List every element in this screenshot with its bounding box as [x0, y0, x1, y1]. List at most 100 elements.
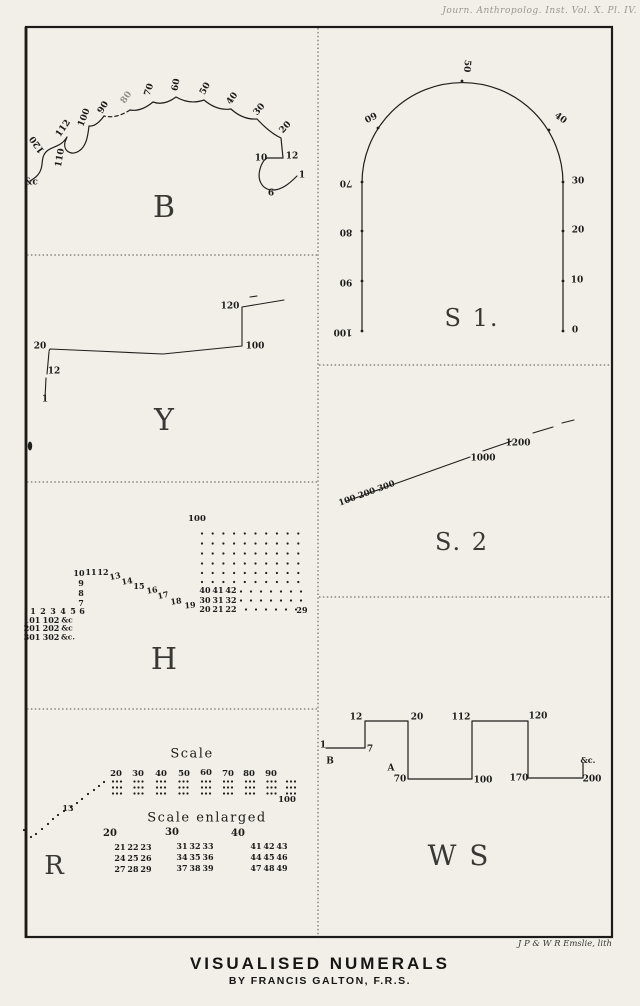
panel-y-letter: Y: [154, 403, 176, 438]
ws-path: [325, 720, 584, 780]
diagram-label: 12: [47, 366, 61, 377]
diagram-label: 20: [410, 712, 424, 723]
diagram-label: 43: [276, 841, 288, 851]
diagram-label: 40: [199, 585, 211, 595]
scale-enlarged-heading: Scale enlarged: [147, 810, 267, 826]
diagram-label: 40: [231, 828, 245, 839]
diagram-label: 24: [114, 853, 126, 863]
diagram-label: 50: [178, 768, 190, 779]
scale-heading: Scale: [170, 746, 214, 762]
diagram-label: 25: [127, 853, 139, 863]
b-curve: [29, 96, 298, 191]
diagram-label: 20: [110, 768, 122, 779]
diagram-label: 30: [165, 827, 179, 838]
diagram-label: 1200: [505, 438, 531, 449]
diagram-label: 201: [23, 623, 41, 633]
diagram-label: 100: [245, 341, 265, 352]
diagram-label: 6: [79, 606, 85, 616]
panel-h-letter: H: [150, 642, 180, 677]
diagram-label: 302: [42, 632, 60, 642]
diagram-label: 36: [202, 852, 214, 862]
diagram-label: 170: [509, 773, 529, 784]
diagram-label: 1: [298, 170, 306, 181]
diagram-label: 70: [393, 774, 407, 785]
panel-r-letter: R: [44, 851, 66, 881]
diagram-label: 80: [243, 768, 255, 779]
journal-reference: Journ. Anthropolog. Inst. Vol. X. Pl. IV…: [442, 6, 637, 16]
diagram-label: 20: [571, 225, 585, 236]
diagram-label: 30: [199, 595, 211, 605]
diagram-label: 12: [285, 151, 299, 162]
s1-tick-dots: [360, 79, 565, 333]
diagram-label: 102: [42, 615, 60, 625]
diagram-label: &c.: [580, 755, 596, 765]
diagram-label: 20: [33, 341, 47, 352]
diagram-label: 1: [30, 606, 36, 616]
diagram-label: 60: [200, 767, 212, 778]
diagram-label: 23: [140, 842, 152, 852]
diagram-label: 41: [212, 585, 224, 595]
diagram-label: 9: [78, 578, 84, 588]
diagram-label: 70: [222, 768, 234, 779]
ink-blot: [27, 441, 33, 451]
diagram-label: 70: [339, 177, 353, 188]
diagram-label: 5: [70, 606, 76, 616]
diagram-label: 10: [73, 568, 85, 578]
diagram-label: 18: [169, 595, 183, 607]
diagram-label: 35: [189, 852, 201, 862]
panel-b-letter: B: [152, 190, 178, 225]
diagram-label: &c: [24, 177, 38, 188]
panel-s2-letter: S. 2: [434, 528, 490, 556]
diagram-label: 0: [571, 325, 579, 336]
diagram-label: 40: [155, 768, 167, 779]
diagram-label: B: [326, 756, 334, 767]
diagram-label: 12: [349, 712, 363, 723]
diagram-label: 101: [23, 615, 41, 625]
diagram-label: 202: [42, 623, 60, 633]
diagram-label: 90: [339, 276, 353, 287]
y-line: [27, 295, 285, 451]
diagram-label: 1000: [470, 453, 496, 464]
diagram-label: 19: [184, 599, 196, 611]
plate-byline: BY FRANCIS GALTON, F.R.S.: [228, 975, 412, 987]
diagram-label: 30: [132, 768, 144, 779]
diagram-label: 26: [140, 853, 152, 863]
diagram-label: 41: [250, 841, 262, 851]
diagram-label: 301: [23, 632, 41, 642]
diagram-label: 20: [199, 604, 211, 614]
diagram-label: 47: [250, 863, 262, 873]
diagram-label: 44: [250, 852, 262, 862]
panel-dividers: [27, 28, 611, 937]
diagram-label: 13: [62, 803, 74, 813]
diagram-label: 1: [41, 394, 49, 405]
diagram-label: 31: [212, 595, 224, 605]
s2-line: [346, 419, 575, 502]
diagram-label: 50: [460, 59, 473, 73]
diagram-label: 100: [473, 775, 493, 786]
r-scale-dots: [22, 780, 297, 839]
diagram-label: 120: [220, 301, 240, 312]
plate-title: VISUALISED NUMERALS: [189, 954, 451, 973]
diagram-label: 12: [97, 567, 109, 577]
diagram-label: 32: [225, 595, 237, 605]
diagram-label: 2: [40, 606, 46, 616]
diagram-label: 21: [114, 842, 126, 852]
diagram-label: 100: [278, 794, 296, 805]
panel-s1-letter: S 1.: [444, 304, 500, 332]
diagram-label: 13: [108, 569, 122, 583]
diagram-label: 4: [60, 606, 66, 616]
diagram-label: 37: [176, 863, 188, 873]
diagram-label: 46: [276, 852, 288, 862]
diagram-label: 8: [78, 588, 84, 598]
diagram-label: 28: [127, 864, 139, 874]
diagram-label: 7: [366, 744, 374, 755]
diagram-label: 34: [176, 852, 188, 862]
diagram-label: 112: [451, 712, 471, 723]
diagram-label: 6: [267, 188, 275, 199]
diagram-label: 11: [85, 567, 97, 577]
diagram-label: 1: [319, 740, 327, 751]
diagram-label: 31: [176, 841, 188, 851]
diagram-label: 42: [263, 841, 275, 851]
